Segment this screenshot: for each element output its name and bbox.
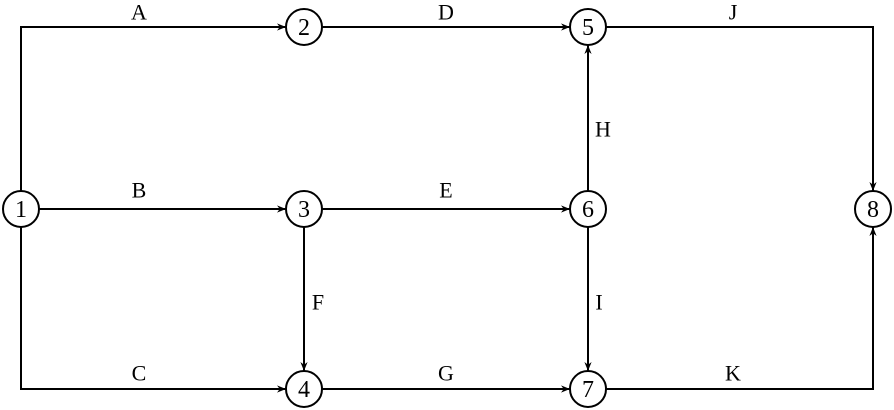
edge-label-i: I [595,290,602,315]
node-8-circle [854,190,892,228]
edge-label-g: G [438,361,454,386]
edge-j [606,26,877,191]
edges [20,23,877,393]
edge-label-e: E [439,178,452,203]
node-8: 8 [854,190,892,228]
edge-c [20,227,286,393]
node-4-circle [285,370,323,408]
node-1-circle [2,190,40,228]
node-5: 5 [569,8,607,46]
node-2-circle [285,8,323,46]
edge-label-d: D [438,0,454,25]
node-5-circle [569,8,607,46]
nodes: 1 2 3 4 5 6 7 8 [2,8,892,408]
node-6-circle [569,190,607,228]
edge-label-j: J [729,0,738,25]
node-3: 3 [285,190,323,228]
edge-label-a: A [131,0,147,25]
edge-label-f: F [312,290,324,315]
edge-label-h: H [595,117,611,142]
node-4: 4 [285,370,323,408]
node-7: 7 [569,370,607,408]
node-3-label: 3 [298,197,310,223]
edge-label-c: C [132,361,147,386]
node-4-label: 4 [298,377,310,403]
node-3-circle [285,190,323,228]
node-2: 2 [285,8,323,46]
node-5-label: 5 [582,15,594,41]
node-2-label: 2 [298,15,310,41]
node-6: 6 [569,190,607,228]
edge-label-b: B [132,178,147,203]
node-1-label: 1 [15,197,27,223]
node-6-label: 6 [582,197,594,223]
node-1: 1 [2,190,40,228]
edge-k [606,227,877,390]
edge-a [20,23,286,191]
node-7-circle [569,370,607,408]
node-8-label: 8 [867,197,879,223]
node-7-label: 7 [582,377,594,403]
edge-label-k: K [725,361,741,386]
edge-labels: A B C D E F G H I J K [131,0,741,386]
